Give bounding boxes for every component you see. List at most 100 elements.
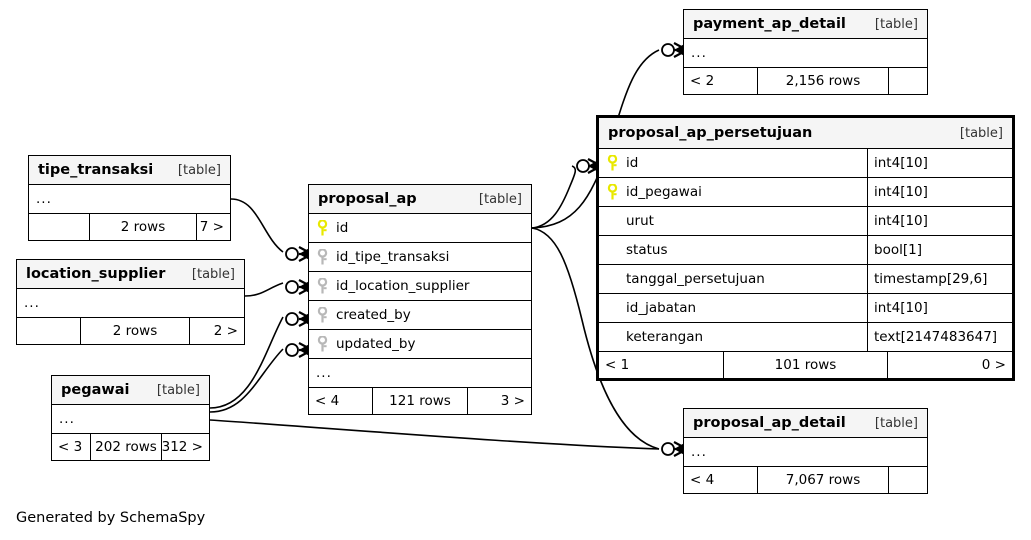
footer-row-count: 2 rows	[89, 214, 197, 240]
edge-endpoint-circle	[285, 247, 299, 261]
table-title: payment_ap_detail	[693, 16, 846, 32]
table-type-tag: [table]	[156, 382, 200, 398]
table-header-proposal_ap_persetujuan: proposal_ap_persetujuan[table]	[599, 118, 1012, 149]
footer-parents-count[interactable]	[17, 318, 80, 344]
edge-endpoint-circle	[285, 312, 299, 326]
table-title: proposal_ap	[318, 191, 417, 207]
table-columns: ...	[52, 405, 209, 434]
footer-row-count: 7,067 rows	[757, 467, 889, 493]
edge-pegawai-proposal-ap-updated	[209, 348, 284, 413]
footer-children-count[interactable]	[889, 68, 927, 94]
edge-pegawai-proposal-ap-detail	[209, 419, 660, 450]
table-footer-proposal_ap_detail: < 4 7,067 rows	[684, 467, 927, 493]
column-label: id	[626, 155, 639, 171]
no-key-spacer-icon	[606, 213, 619, 229]
table-proposal_ap[interactable]: proposal_ap [table] id id_tipe_transaksi id_…	[308, 184, 532, 415]
table-header-pegawai: pegawai [table]	[52, 376, 209, 405]
column-label: id_tipe_transaksi	[336, 249, 450, 265]
table-title: pegawai	[61, 382, 130, 398]
column-row[interactable]: id int4[10]	[599, 149, 1012, 178]
edge-endpoint-circle	[285, 343, 299, 357]
column-name-cell: keterangan	[599, 329, 867, 345]
edge-endpoint-circle	[661, 442, 675, 456]
column-name-cell: id	[309, 220, 531, 236]
table-type-tag: [table]	[478, 191, 522, 207]
column-type-cell: int4[10]	[867, 149, 1012, 177]
no-key-spacer-icon	[606, 329, 619, 345]
column-row[interactable]: updated_by	[309, 330, 531, 359]
footer-row-count: 121 rows	[372, 388, 468, 414]
table-columns: ...	[684, 438, 927, 467]
column-row[interactable]: id_tipe_transaksi	[309, 243, 531, 272]
table-title: location_supplier	[26, 266, 166, 282]
table-header-location_supplier: location_supplier[table]	[17, 260, 244, 289]
column-name-cell: created_by	[309, 307, 531, 323]
more-columns-ellipsis[interactable]: ...	[309, 359, 531, 388]
more-columns-ellipsis[interactable]: ...	[684, 438, 927, 467]
footer-parents-count[interactable]	[29, 214, 89, 240]
more-columns-ellipsis[interactable]: ...	[684, 39, 927, 68]
footer-children-count[interactable]: 3 >	[500, 393, 525, 409]
more-columns-ellipsis[interactable]: ...	[52, 405, 209, 434]
column-name-cell: updated_by	[309, 336, 531, 352]
column-row[interactable]: created_by	[309, 301, 531, 330]
column-name-cell: id_pegawai	[599, 184, 867, 200]
no-key-spacer-icon	[606, 242, 619, 258]
table-type-tag: [table]	[177, 162, 221, 178]
column-type-cell: bool[1]	[867, 236, 1012, 264]
footer-parents-count[interactable]: < 1	[605, 357, 630, 373]
column-name-cell: id_jabatan	[599, 300, 867, 316]
column-name-cell: id_location_supplier	[309, 278, 531, 294]
table-type-tag: [table]	[874, 16, 918, 32]
column-row[interactable]: id_location_supplier	[309, 272, 531, 301]
column-type-cell: timestamp[29,6]	[867, 265, 1012, 293]
column-name-cell: status	[599, 242, 867, 258]
foreign-key-icon	[316, 307, 329, 323]
table-header-payment_ap_detail: payment_ap_detail [table]	[684, 10, 927, 39]
more-columns-ellipsis[interactable]: ...	[29, 185, 230, 214]
footer-children-count[interactable]: 2 >	[213, 323, 238, 339]
column-row[interactable]: status bool[1]	[599, 236, 1012, 265]
table-type-tag: [table]	[874, 415, 918, 431]
column-label: id_pegawai	[626, 184, 702, 200]
primary-key-icon	[606, 155, 619, 171]
table-columns: ...	[29, 185, 230, 214]
footer-children-count[interactable]	[889, 467, 927, 493]
footer-parents-count[interactable]: < 4	[315, 393, 340, 409]
footer-children-count[interactable]: 312 >	[162, 439, 203, 455]
column-row[interactable]: id	[309, 214, 531, 243]
footer-children-count[interactable]: 7 >	[199, 219, 224, 235]
footer-parents-count[interactable]: < 2	[690, 73, 715, 89]
footer-parents-count[interactable]: < 3	[58, 439, 83, 455]
no-key-spacer-icon	[606, 271, 619, 287]
table-proposal_ap_detail[interactable]: proposal_ap_detail [table]... < 4 7,067 row…	[683, 408, 928, 494]
table-proposal_ap_persetujuan[interactable]: proposal_ap_persetujuan[table]id int4[10]…	[596, 115, 1015, 381]
foreign-key-icon	[316, 278, 329, 294]
more-columns-ellipsis[interactable]: ...	[17, 289, 244, 318]
table-type-tag: [table]	[959, 125, 1003, 141]
footer-parents-count[interactable]: < 4	[690, 472, 715, 488]
table-title: proposal_ap_detail	[693, 415, 846, 431]
edge-proposal-ap-persetujuan	[531, 165, 577, 229]
column-label: status	[626, 242, 668, 258]
column-label: updated_by	[336, 336, 416, 352]
footer-children-count[interactable]: 0 >	[981, 357, 1006, 373]
column-name-cell: id	[599, 155, 867, 171]
edge-endpoint-circle	[661, 43, 675, 57]
